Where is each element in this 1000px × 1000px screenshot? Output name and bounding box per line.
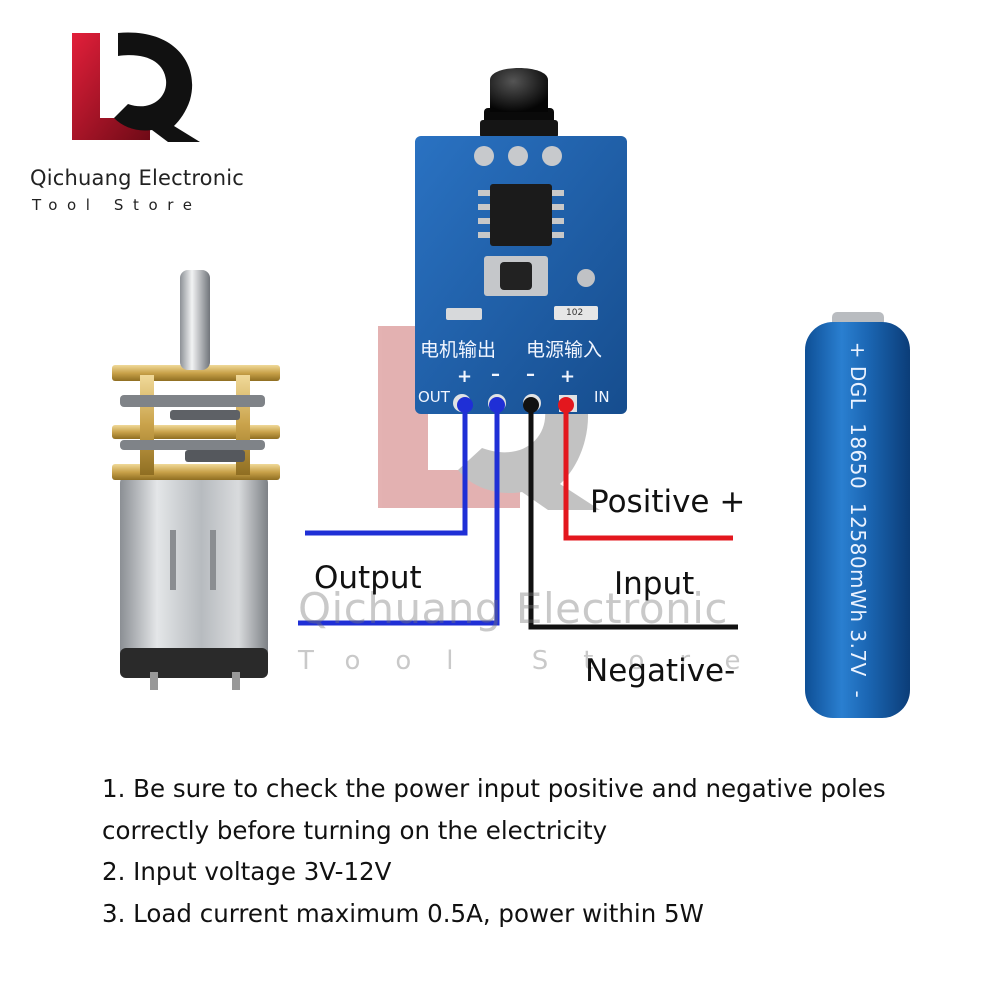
note-line: 2. Input voltage 3V-12V xyxy=(102,857,392,886)
resistor-code: 102 xyxy=(566,308,584,318)
note-line: 1. Be sure to check the power input posi… xyxy=(102,774,886,803)
board-sign-out-plus: + xyxy=(457,366,473,387)
board-label-power-input: 电源输入 xyxy=(526,339,603,361)
note-line: 3. Load current maximum 0.5A, power with… xyxy=(102,898,704,928)
label-positive: Positive + xyxy=(590,484,746,520)
wires xyxy=(298,405,738,630)
wire-output-minus xyxy=(298,405,500,626)
label-output: Output xyxy=(314,560,422,596)
board-sign-in-plus: + xyxy=(560,366,576,387)
board-sign-in-minus: – xyxy=(526,364,535,385)
board-label-in: IN xyxy=(594,388,610,406)
label-input: Input xyxy=(614,566,695,602)
sensor-board-image xyxy=(415,68,627,414)
battery-image xyxy=(805,312,910,718)
wire-output-plus xyxy=(305,405,468,536)
wire-input-minus xyxy=(528,405,738,630)
watermark-subtitle: Tool Store xyxy=(298,646,776,676)
board-label-out: OUT xyxy=(418,388,450,406)
gear-motor-image xyxy=(112,270,280,690)
watermark-name: Qichuang Electronic xyxy=(298,584,728,633)
wire-terminal-ends xyxy=(457,397,574,413)
label-negative: Negative- xyxy=(585,653,736,689)
wire-input-plus xyxy=(563,405,733,541)
brand-logo xyxy=(72,32,200,143)
board-sign-out-minus: – xyxy=(491,364,500,385)
brand-name: Qichuang Electronic xyxy=(30,166,245,190)
battery-label: + DGL 18650 12580mWh 3.7V - xyxy=(846,341,870,699)
note-line: correctly before turning on the electric… xyxy=(102,815,608,845)
board-label-motor-output: 电机输出 xyxy=(420,339,497,361)
usage-notes: 1. Be sure to check the power input posi… xyxy=(102,768,962,934)
brand-subtitle: Tool Store xyxy=(32,196,202,214)
